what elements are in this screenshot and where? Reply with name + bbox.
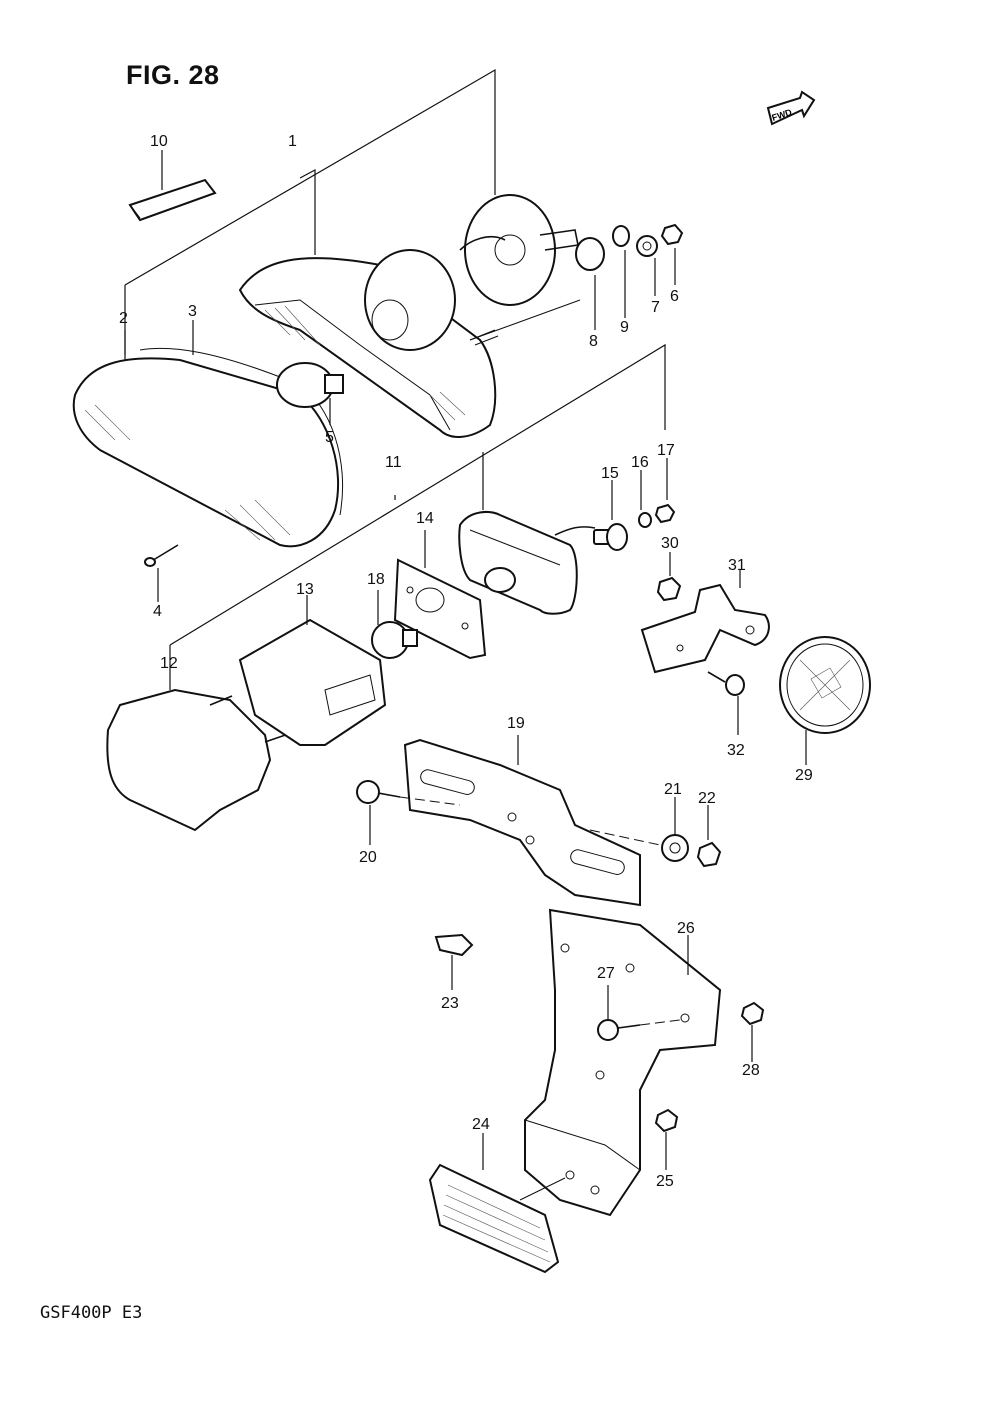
- part-10-pad: [128, 150, 217, 222]
- part-12-lamp-body: [106, 688, 301, 832]
- parts-6-9-fasteners: [469, 223, 684, 346]
- callout-11: 11: [385, 454, 402, 471]
- callout-24: 24: [472, 1116, 490, 1133]
- callout-5: 5: [325, 429, 334, 446]
- part-14-lamp-plate: [393, 530, 487, 660]
- part-4-screw: [144, 544, 179, 602]
- part-31-bracket: [640, 570, 770, 674]
- callout-15: 15: [601, 465, 619, 482]
- part-13-lamp-cover: [238, 595, 387, 746]
- part-25-nut: [654, 1108, 679, 1170]
- callout-23: 23: [441, 995, 459, 1012]
- callout-19: 19: [507, 715, 525, 732]
- callout-7: 7: [651, 299, 660, 316]
- figure-title: FIG. 28: [126, 60, 220, 90]
- callout-4: 4: [153, 603, 162, 620]
- part-1-rubber-cover: [459, 194, 579, 306]
- callout-10: 10: [150, 133, 168, 150]
- parts-15-17-fasteners: [593, 458, 676, 551]
- callout-18: 18: [367, 571, 385, 588]
- leader-lines: [124, 68, 666, 690]
- callout-6: 6: [670, 288, 679, 305]
- part-26-mount-bracket: [524, 908, 722, 1217]
- part-29-round-reflector: [779, 636, 871, 765]
- fwd-arrow-icon: FWD: [766, 90, 816, 126]
- part-1-tail-lamp-housing: [238, 249, 497, 438]
- part-24-reflector: [428, 1133, 566, 1274]
- callout-31: 31: [728, 557, 746, 574]
- callout-12: 12: [160, 655, 178, 672]
- callout-labels: 1 2 3 4 5 6 7 8 9 10 11 12 13 14 15 16 1…: [119, 133, 813, 1190]
- callout-9: 9: [620, 319, 629, 336]
- callout-22: 22: [698, 790, 716, 807]
- part-30-nut: [656, 552, 682, 602]
- part-23-plug: [434, 933, 474, 990]
- callout-28: 28: [742, 1062, 760, 1079]
- part-20-bolt: [356, 780, 461, 845]
- callout-16: 16: [631, 454, 649, 471]
- parts-21-22-washer-nut: [589, 797, 722, 868]
- callout-3: 3: [188, 303, 197, 320]
- callout-8: 8: [589, 333, 598, 350]
- callout-13: 13: [296, 581, 314, 598]
- part-27-screw: [597, 985, 681, 1041]
- callout-27: 27: [597, 965, 615, 982]
- part-19-license-bracket: [403, 735, 641, 907]
- part-32-screw: [707, 671, 745, 735]
- callout-29: 29: [795, 767, 813, 784]
- callout-21: 21: [664, 781, 682, 798]
- callout-1: 1: [288, 133, 297, 150]
- part-18-bulb: [371, 590, 418, 659]
- part-11-license-lamp-housing: [458, 511, 596, 615]
- part-2-lens: [72, 330, 339, 548]
- callout-17: 17: [657, 442, 675, 459]
- callout-32: 32: [727, 742, 745, 759]
- part-5-bulb: [276, 362, 344, 425]
- model-code: GSF400P E3: [40, 1303, 143, 1323]
- callout-20: 20: [359, 849, 377, 866]
- callout-26: 26: [677, 920, 695, 937]
- callout-2: 2: [119, 310, 128, 327]
- callout-25: 25: [656, 1173, 674, 1190]
- part-28-nut: [740, 1001, 765, 1062]
- callout-14: 14: [416, 510, 434, 527]
- callout-30: 30: [661, 535, 679, 552]
